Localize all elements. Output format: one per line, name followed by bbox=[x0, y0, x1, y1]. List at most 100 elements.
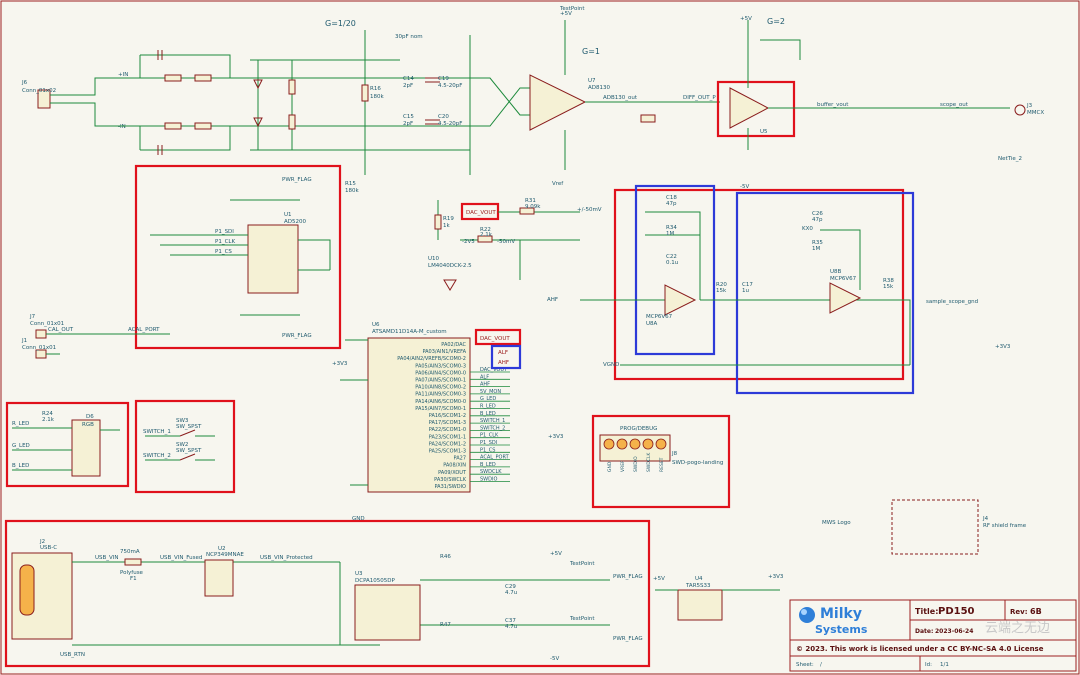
u4-chip bbox=[677, 589, 723, 621]
r4-resistor bbox=[194, 122, 212, 130]
c14-ref: C14 bbox=[403, 76, 414, 82]
j1-value: Conn_01x01 bbox=[22, 345, 56, 351]
net-usb-fused: USB_VIN_Fused bbox=[160, 555, 202, 561]
nettie-label: NetTie_2 bbox=[998, 156, 1022, 162]
r22-resistor bbox=[477, 235, 493, 243]
d6-led bbox=[71, 419, 101, 477]
r47-ref: R47 bbox=[440, 622, 451, 628]
j8-pad bbox=[616, 438, 628, 450]
title-block: Milky Systems Title: PD150 Rev: 6B Date:… bbox=[789, 599, 1077, 672]
dac-vout-label-2: DAC_VOUT bbox=[480, 336, 510, 342]
sw2-ref: SW2 bbox=[176, 442, 188, 448]
net-switch2: SWITCH_2 bbox=[143, 453, 171, 459]
r38-value: 15k bbox=[883, 284, 894, 290]
mcu-net-label: P1_SDI bbox=[480, 440, 497, 446]
mcu-pin-list: PA02/DACPA03/AIN1/VREFAPA04/AIN2/VREFB/S… bbox=[397, 342, 467, 490]
rf-shield-frame bbox=[891, 499, 979, 555]
ahf-label: AHF bbox=[498, 360, 509, 366]
u7-input-wires bbox=[470, 77, 530, 127]
mcu-pin-label: PA16/SCOM1-2 bbox=[429, 413, 466, 419]
j6-ref: J6 bbox=[21, 80, 28, 86]
pwr-flag-3: PWR_FLAG bbox=[613, 574, 643, 580]
rgb-wires bbox=[12, 427, 120, 471]
redbox-rgb bbox=[5, 401, 130, 488]
net-kx0: KX0 bbox=[802, 226, 813, 232]
redbox-u5 bbox=[716, 80, 796, 138]
r24-ref: R24 bbox=[42, 411, 53, 417]
c19-ref: C19 bbox=[438, 76, 449, 82]
bluebox-alf-ahf bbox=[490, 344, 522, 370]
sheet-value: / bbox=[820, 662, 822, 668]
license-text: © 2023. This work is licensed under a CC… bbox=[796, 645, 1044, 653]
u5-opamp bbox=[729, 87, 770, 129]
u5-ref: U5 bbox=[760, 129, 768, 135]
mcu-net-label: 5V_MON bbox=[480, 389, 501, 395]
u6-chip bbox=[367, 337, 471, 493]
c26-ref: C26 bbox=[812, 211, 823, 217]
mcu-pin-label: PA31/SWDIO bbox=[434, 484, 466, 490]
r12-resistor bbox=[288, 114, 296, 130]
swd-pogo-label: SWD-pogo-landing bbox=[672, 460, 723, 466]
j8-pad bbox=[629, 438, 641, 450]
j2-value: USB-C bbox=[40, 545, 57, 551]
sym-logo-label: MWS Logo bbox=[822, 520, 851, 526]
switch-wires bbox=[145, 435, 215, 461]
r46-ref: R46 bbox=[440, 554, 451, 560]
u2-ref: U2 bbox=[218, 546, 226, 552]
r16-resistor bbox=[361, 84, 369, 102]
sw2-value: SW_SPST bbox=[176, 448, 202, 454]
sw3-value: SW_SPST bbox=[176, 424, 202, 430]
r15-ref: R15 bbox=[345, 181, 356, 187]
net-2v5: -2V5 bbox=[462, 239, 475, 245]
c37-ref: C37 bbox=[505, 618, 516, 624]
r31-value: 9.09k bbox=[525, 204, 541, 210]
mcu-net-label: ACAL_PORT bbox=[480, 455, 510, 461]
d6-value: RGB bbox=[82, 422, 94, 428]
mcu-net-label: P1_CLK bbox=[480, 433, 499, 439]
pwr-flag-1: PWR_FLAG bbox=[282, 177, 312, 183]
j8-pin-label: VREF bbox=[620, 460, 626, 472]
dac-vref-block: DAC_VOUT R31 9.09k R22 2.1k -2V5 -50mV +… bbox=[428, 198, 602, 291]
c22-value: 0.1u bbox=[666, 260, 678, 266]
j8-pin-label: GND bbox=[607, 461, 613, 472]
title-dividers bbox=[790, 600, 1076, 671]
v5-top: +5V bbox=[560, 11, 572, 17]
u5-wires bbox=[747, 20, 1010, 150]
net-50mv: -50mV bbox=[497, 239, 515, 245]
u10-value: LM4040DCK-2.5 bbox=[428, 263, 472, 269]
rev-value: 6B bbox=[1030, 607, 1042, 616]
rail-5v-dcdc: +5V bbox=[550, 551, 562, 557]
r19-ref: R19 bbox=[443, 216, 454, 222]
u1-wires bbox=[150, 199, 331, 316]
p1-sdi: P1_SDI bbox=[215, 229, 234, 235]
rail-3v3-right: +3V3 bbox=[995, 344, 1011, 350]
rf-shield-label: RF shield frame bbox=[983, 523, 1027, 529]
r20-ref: R20 bbox=[716, 282, 727, 288]
u8b-opamp bbox=[829, 282, 862, 314]
bluebox-u8b bbox=[735, 191, 915, 395]
j6-connector bbox=[37, 89, 51, 109]
j7-ref: J7 bbox=[29, 314, 36, 320]
mmcx-connector bbox=[1014, 104, 1026, 116]
redbox-amps bbox=[613, 188, 905, 381]
mcu-pin-label: PA15/AIN7/SCOM0-1 bbox=[415, 406, 466, 412]
brand-logo-icon bbox=[799, 607, 815, 623]
rail-3v3-mcu: +3V3 bbox=[332, 361, 348, 367]
c22-ref: C22 bbox=[666, 254, 677, 260]
buffer-u5: G=2 U5 buffer_vout scope_out J3 MMCX Net… bbox=[716, 17, 1044, 162]
rail-3v3-r25: +3V3 bbox=[548, 434, 564, 440]
r31-resistor bbox=[519, 207, 535, 215]
mcu-left-wires bbox=[340, 339, 368, 486]
cap-wires bbox=[139, 54, 231, 151]
bluebox-u8a bbox=[634, 184, 716, 356]
c15-ref: C15 bbox=[403, 114, 414, 120]
u8a-ref: U8A bbox=[646, 321, 658, 327]
j8-pad bbox=[642, 438, 654, 450]
rail-5vn-u5: -5V bbox=[740, 184, 749, 190]
f1-rating: 750mA bbox=[120, 549, 140, 555]
c1-cap bbox=[157, 50, 163, 60]
pwr-flag-2: PWR_FLAG bbox=[282, 333, 312, 339]
pf30-note: 30pF nom bbox=[395, 34, 423, 40]
mcu-net-label: P1_CS bbox=[480, 447, 495, 453]
